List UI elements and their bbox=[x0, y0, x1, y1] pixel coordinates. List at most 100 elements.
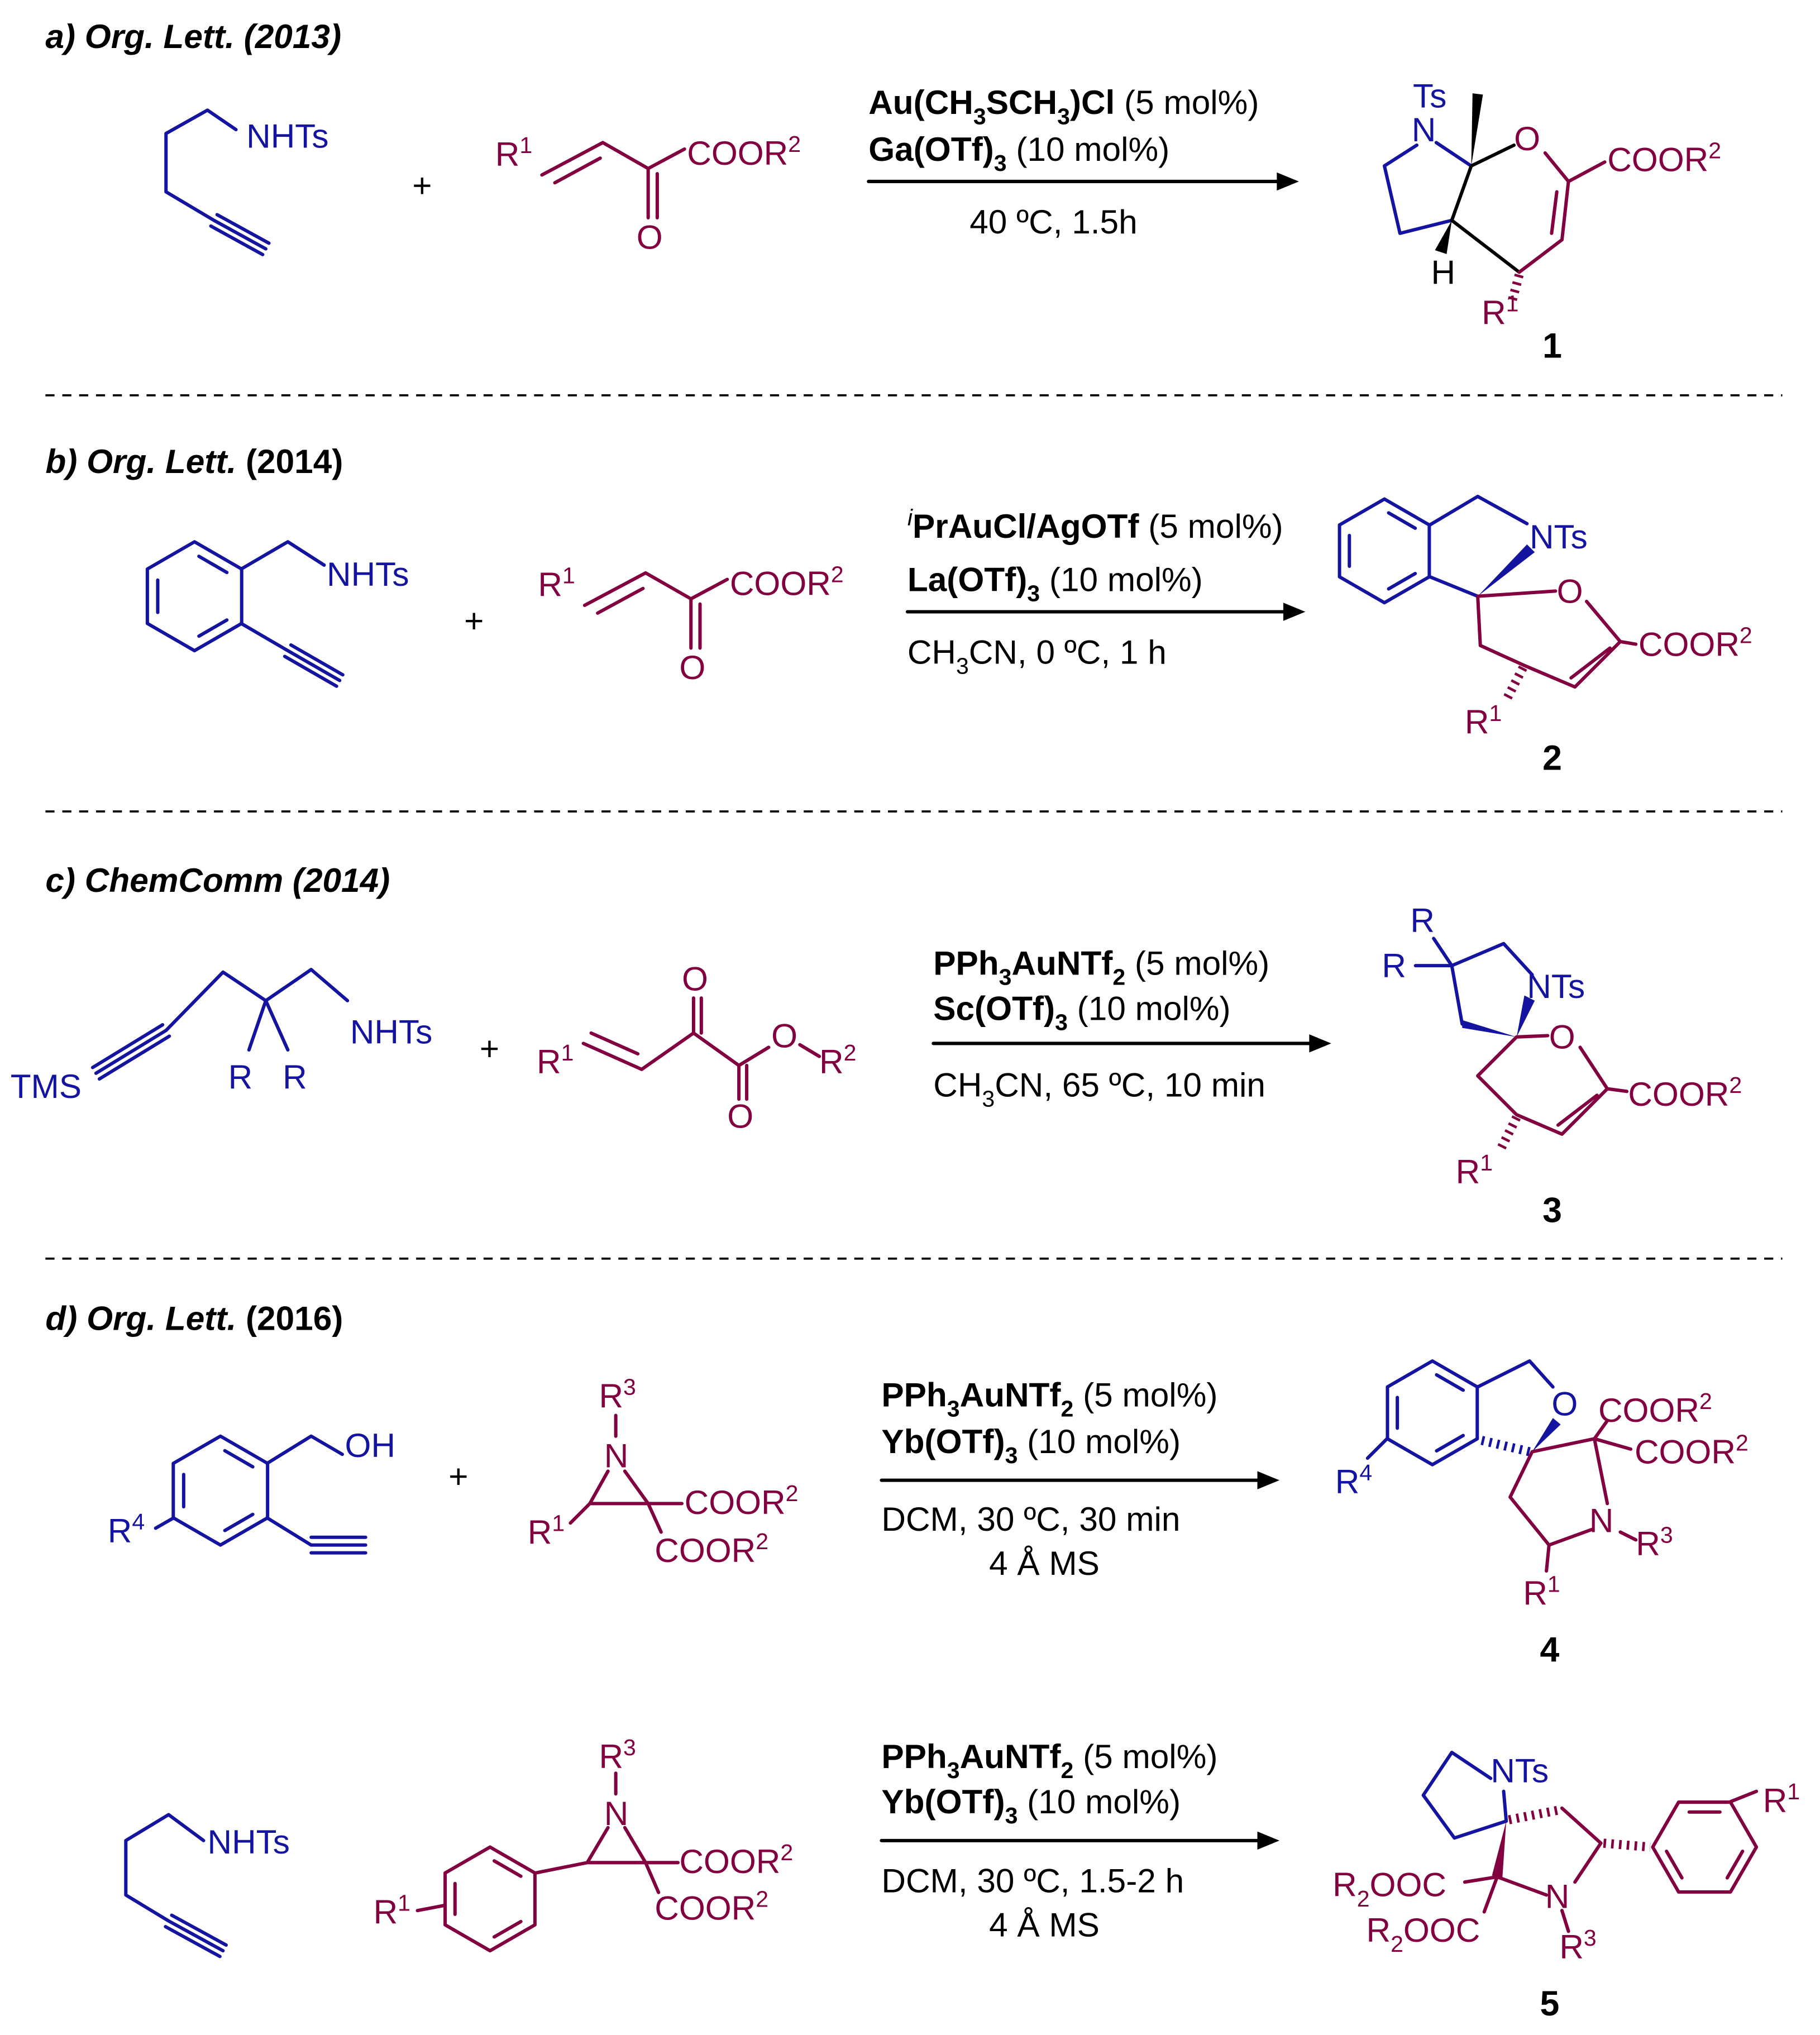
condition-lewis-acid: Yb(OTf)3 (10 mol%) bbox=[881, 1783, 1181, 1828]
compound-number: 3 bbox=[1542, 1191, 1562, 1230]
atom-label-r: R bbox=[228, 1058, 253, 1096]
bonds bbox=[1382, 141, 1473, 235]
label-segment: 3 bbox=[982, 1086, 995, 1112]
label-segment: COOR bbox=[655, 1531, 756, 1569]
aromatic-double-bond bbox=[197, 618, 229, 638]
atom-label-r2ooc: R2OOC bbox=[1366, 1911, 1480, 1957]
atom-label-r1: R1 bbox=[1456, 1150, 1493, 1191]
label-segment: d) Org. Lett. bbox=[45, 1299, 236, 1337]
label-segment: OOC bbox=[1403, 1911, 1480, 1949]
label-segment: Au(CH bbox=[868, 83, 973, 121]
label-segment: 1 bbox=[1480, 1150, 1493, 1176]
reaction-arrow bbox=[867, 172, 1299, 191]
atom-label-n: N bbox=[1589, 1501, 1614, 1539]
h-wedge bbox=[1435, 220, 1452, 254]
reaction-arrow bbox=[932, 1034, 1331, 1053]
bonds bbox=[1517, 151, 1607, 274]
label-segment: (10 mol%) bbox=[1040, 560, 1203, 598]
atom-label-o: O bbox=[682, 959, 708, 997]
label-segment: 2 bbox=[1708, 137, 1721, 163]
label-segment: (2016) bbox=[236, 1299, 343, 1337]
label-segment: 4 Å MS bbox=[989, 1906, 1100, 1944]
condition-lewis-acid: La(OTf)3 (10 mol%) bbox=[907, 560, 1203, 606]
scheme-b: b) Org. Lett. (2014) NHTs + R1 O COOR2 i… bbox=[45, 442, 1752, 778]
label-segment: PPh bbox=[933, 944, 999, 982]
atom-label-r1: R1 bbox=[528, 1510, 565, 1551]
atom-label-r: R bbox=[1382, 947, 1406, 985]
label-segment: 2 bbox=[1740, 623, 1752, 648]
atom-label-r1: R1 bbox=[538, 563, 575, 604]
bonds bbox=[239, 540, 345, 688]
bold-bond bbox=[1492, 1821, 1507, 1879]
label-segment: 1 bbox=[1787, 1779, 1800, 1804]
atom-label-r1: R1 bbox=[1523, 1571, 1560, 1612]
bonds bbox=[1476, 589, 1638, 689]
label-segment: 2 bbox=[831, 561, 844, 587]
label-segment: 4 Å MS bbox=[989, 1544, 1100, 1582]
atom-label-coor2: COOR2 bbox=[685, 1480, 799, 1521]
reactant-ethynylbenzyl-sulfonamide: NHTs bbox=[145, 540, 409, 688]
atom-label-r3: R3 bbox=[599, 1374, 636, 1415]
label-segment: 1 bbox=[398, 1890, 410, 1915]
spiro-wedge bbox=[1478, 544, 1535, 596]
atom-label-o: O bbox=[1551, 1385, 1578, 1423]
label-segment: 2 bbox=[1061, 1757, 1074, 1783]
condition-additive: 4 Å MS bbox=[989, 1544, 1100, 1582]
bonds bbox=[1508, 1418, 1638, 1573]
atom-label-r1: R1 bbox=[374, 1890, 410, 1931]
bonds bbox=[415, 1771, 680, 1913]
atom-label-coor2: COOR2 bbox=[1628, 1072, 1742, 1113]
hashed-bond bbox=[1603, 1838, 1651, 1852]
label-segment: 1 bbox=[519, 132, 532, 158]
atom-label-nts: NTs bbox=[1530, 518, 1588, 556]
compound-number: 2 bbox=[1542, 739, 1562, 778]
plus-sign: + bbox=[464, 602, 484, 640]
atom-label-n: N bbox=[604, 1794, 629, 1832]
atom-label-r1: R1 bbox=[1482, 290, 1518, 331]
label-segment: )Cl bbox=[1070, 83, 1115, 121]
aromatic-double-bond bbox=[1435, 1373, 1465, 1392]
label-segment: 40 ºC, 1.5h bbox=[969, 203, 1137, 241]
atom-label-r1: R1 bbox=[1465, 700, 1502, 741]
label-segment: COOR bbox=[1639, 625, 1740, 663]
product-1: Ts N O COOR2 H R1 1 bbox=[1382, 77, 1721, 366]
atom-label-r4: R4 bbox=[1335, 1460, 1372, 1501]
methyl-wedge bbox=[1471, 93, 1483, 166]
label-segment: (5 mol%) bbox=[1125, 944, 1269, 982]
label-segment: i bbox=[907, 504, 914, 530]
condition-additive: 4 Å MS bbox=[989, 1906, 1100, 1944]
atom-label-coor2: COOR2 bbox=[679, 1840, 793, 1880]
label-segment: 3 bbox=[1005, 1442, 1018, 1468]
bonds bbox=[154, 1434, 367, 1555]
bonds bbox=[164, 108, 271, 256]
label-segment: COOR bbox=[685, 1483, 786, 1521]
condition-catalyst: PPh3AuNTf2 (5 mol%) bbox=[881, 1737, 1217, 1783]
atom-label-r4: R4 bbox=[108, 1509, 145, 1550]
label-segment: Yb(OTf) bbox=[881, 1783, 1005, 1821]
condition-lewis-acid: Ga(OTf)3 (10 mol%) bbox=[868, 130, 1169, 176]
scheme-a-title: a) Org. Lett. (2013) bbox=[45, 17, 341, 55]
label-segment: Sc(OTf) bbox=[933, 990, 1055, 1028]
atom-label-r2: R2 bbox=[819, 1040, 856, 1081]
label-segment: R bbox=[819, 1043, 844, 1081]
label-segment: (2014) bbox=[236, 442, 343, 480]
label-segment: 1 bbox=[562, 563, 575, 589]
label-segment: 4 bbox=[132, 1509, 145, 1535]
label-segment: Ga(OTf) bbox=[868, 130, 994, 168]
label-segment: 3 bbox=[994, 150, 1007, 176]
label-segment: COOR bbox=[655, 1889, 756, 1927]
label-segment: COOR bbox=[730, 564, 831, 602]
label-segment: R bbox=[1482, 293, 1506, 331]
label-segment: OOC bbox=[1370, 1866, 1446, 1904]
label-segment: PPh bbox=[881, 1375, 947, 1413]
scheme-d: d) Org. Lett. (2016) OH R4 + N R3 R1 COO… bbox=[45, 1299, 1800, 2023]
label-segment: CH bbox=[907, 633, 956, 671]
reactant-ketoester: R1 O O O R2 bbox=[537, 959, 856, 1135]
bold-bond bbox=[1462, 1020, 1517, 1037]
reaction-d1: OH R4 + N R3 R1 COOR2 COOR2 PPh3AuNTf2 (… bbox=[108, 1359, 1749, 1670]
label-segment: R bbox=[1523, 1574, 1547, 1612]
condition-catalyst: PPh3AuNTf2 (5 mol%) bbox=[933, 944, 1269, 990]
label-segment: 3 bbox=[623, 1374, 636, 1400]
atom-label-nhts: NHTs bbox=[350, 1012, 432, 1050]
bonds bbox=[90, 968, 350, 1081]
